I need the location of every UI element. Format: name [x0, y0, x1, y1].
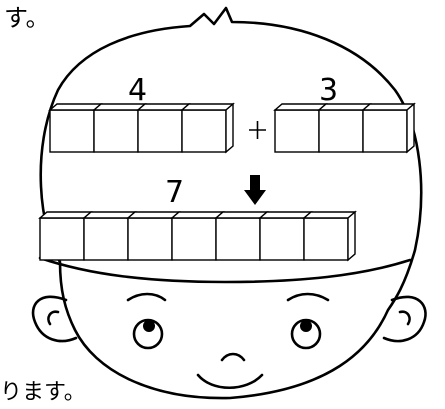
sum-label: 7	[165, 175, 185, 210]
nose	[220, 352, 246, 362]
left-pupil	[143, 320, 155, 332]
arrow-down-icon	[244, 175, 266, 205]
plus-sign	[249, 121, 266, 139]
addend-a-blocks-block	[92, 103, 147, 153]
right-ear	[382, 295, 427, 343]
head-outline	[39, 6, 423, 400]
left-eyebrow	[126, 292, 167, 302]
sentence-fragment-top: す。	[4, 4, 50, 32]
sum-blocks-block	[302, 210, 357, 262]
addend-a-blocks-block	[180, 102, 235, 154]
sum-blocks	[38, 210, 357, 262]
addend-b-blocks-block	[317, 103, 372, 153]
sentence-fragment-bottom: ります。	[0, 380, 86, 405]
right-ear-inner	[398, 310, 411, 326]
sum-blocks-block	[214, 211, 269, 261]
addend-b-label: 3	[319, 73, 339, 108]
right-pupil	[300, 320, 312, 332]
addend-a-blocks	[48, 102, 235, 154]
hair-line	[38, 256, 412, 284]
left-eye	[132, 318, 164, 350]
left-ear-inner	[47, 310, 60, 326]
sum-blocks-block	[82, 211, 137, 261]
right-eyebrow	[286, 292, 330, 302]
left-ear	[31, 295, 78, 343]
addend-a-label: 4	[128, 73, 148, 108]
sum-blocks-block	[126, 211, 181, 261]
addend-b-blocks-block	[361, 102, 416, 154]
mouth	[196, 373, 264, 389]
addend-b-blocks	[273, 102, 416, 154]
addend-a-blocks-block	[48, 103, 103, 153]
sum-blocks-block	[38, 211, 93, 261]
